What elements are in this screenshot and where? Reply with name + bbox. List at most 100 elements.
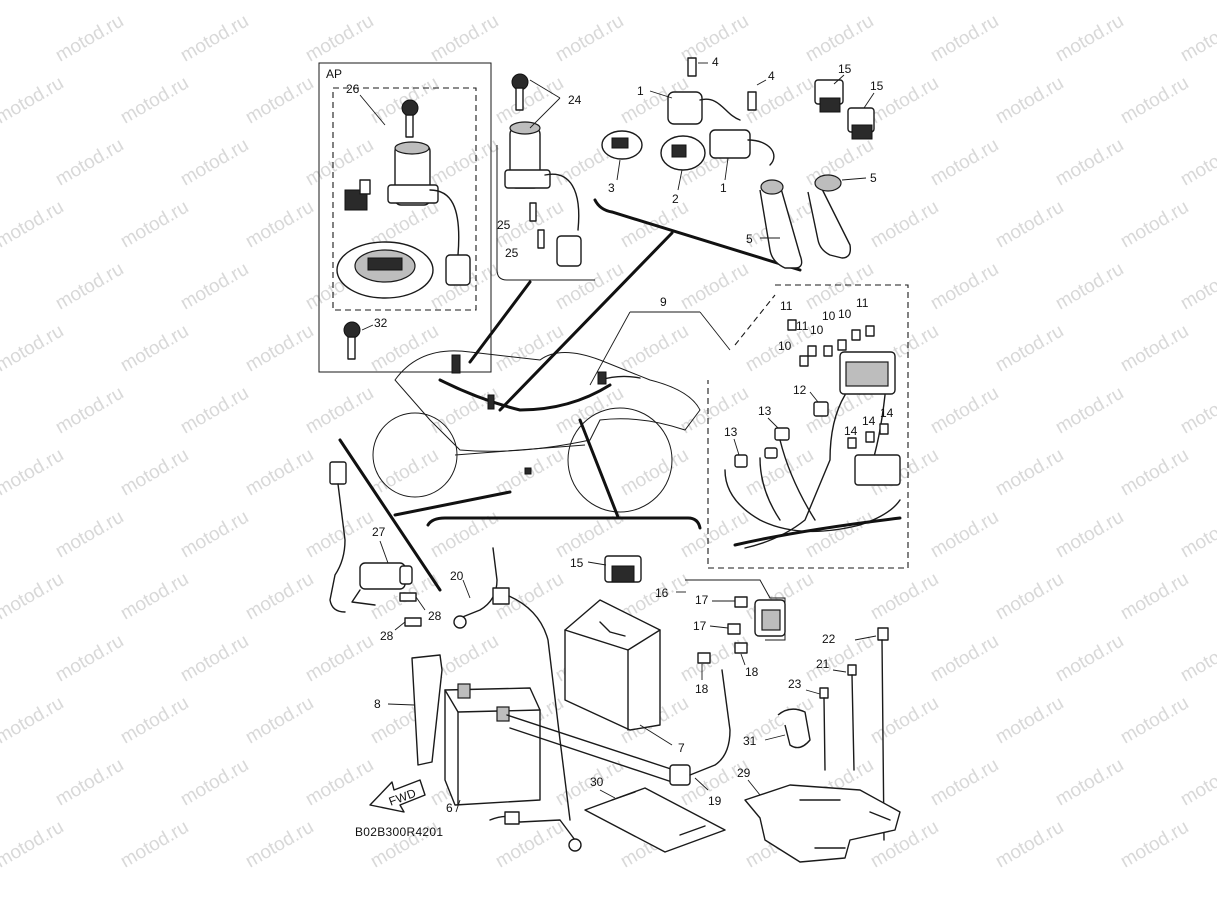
callout-3: 3: [608, 181, 615, 195]
watermark-text: motod.ru: [117, 817, 192, 873]
main-switch-icon: [387, 141, 471, 286]
watermark-text: motod.ru: [927, 135, 1002, 191]
callout-2: 2: [672, 192, 679, 206]
watermark-text: motod.ru: [242, 321, 317, 377]
callout-4a: 4: [712, 55, 719, 69]
callout-31: 31: [743, 734, 757, 748]
watermark-text: motod.ru: [927, 383, 1002, 439]
callout-26: 26: [346, 82, 360, 96]
watermark-text: motod.ru: [552, 259, 627, 315]
starter-relay-group: 27 28 28: [329, 461, 442, 643]
watermark-text: motod.ru: [0, 569, 67, 625]
callout-16: 16: [655, 586, 669, 600]
fuse-box-panel: 11 11 10 10 10 11 10 12 13 13 14 14 14: [707, 284, 909, 569]
watermark-text: motod.ru: [1052, 631, 1127, 687]
watermark-text: motod.ru: [52, 259, 127, 315]
callout-28b: 28: [380, 629, 394, 643]
callout-14a: 14: [844, 424, 858, 438]
bolt-icon: [687, 57, 757, 111]
watermark-text: motod.ru: [52, 755, 127, 811]
watermark-text: motod.ru: [117, 197, 192, 253]
relay-icon: [814, 79, 875, 140]
watermark-text: motod.ru: [0, 197, 67, 253]
callout-10d: 10: [778, 339, 792, 353]
callout-23: 23: [788, 677, 802, 691]
watermark-text: motod.ru: [52, 631, 127, 687]
callout-17a: 17: [695, 593, 709, 607]
watermark-text: motod.ru: [927, 755, 1002, 811]
watermark-text: motod.ru: [177, 11, 252, 67]
watermark-text: motod.ru: [1117, 445, 1192, 501]
callout-8: 8: [374, 697, 381, 711]
callout-15b: 15: [870, 79, 884, 93]
bolt-icon: [529, 202, 545, 249]
motorcycle-outline: 9: [338, 231, 776, 592]
watermark-text: motod.ru: [302, 383, 377, 439]
watermark-text: motod.ru: [0, 693, 67, 749]
callout-1b: 1: [720, 181, 727, 195]
ap-label: AP: [326, 67, 342, 81]
lock-piece-icon: [344, 179, 371, 211]
watermark-text: motod.ru: [927, 631, 1002, 687]
watermark-text: motod.ru: [367, 445, 442, 501]
ignition-coil-group: 4 4 1 3 2 1 5 5: [593, 55, 884, 272]
callout-14b: 14: [862, 414, 876, 428]
callout-7: 7: [678, 741, 685, 755]
watermark-text: motod.ru: [117, 321, 192, 377]
watermark-text: motod.ru: [0, 321, 67, 377]
watermark-text: motod.ru: [867, 197, 942, 253]
watermark-text: motod.ru: [242, 817, 317, 873]
callout-18b: 18: [745, 665, 759, 679]
watermark-text: motod.ru: [492, 73, 567, 129]
watermark-text: motod.ru: [992, 817, 1067, 873]
watermark-text: motod.ru: [1117, 197, 1192, 253]
watermark-text: motod.ru: [0, 817, 67, 873]
watermark-text: motod.ru: [1052, 383, 1127, 439]
callout-18a: 18: [695, 682, 709, 696]
watermark-text: motod.ru: [177, 135, 252, 191]
watermark-text: motod.ru: [927, 11, 1002, 67]
watermark-text: motod.ru: [677, 259, 752, 315]
callout-25b: 25: [505, 246, 519, 260]
watermark-text: motod.ru: [1177, 135, 1217, 191]
watermark-text: motod.ru: [992, 569, 1067, 625]
watermark-text: motod.ru: [927, 259, 1002, 315]
watermark-text: motod.ru: [177, 259, 252, 315]
watermark-text: motod.ru: [617, 445, 692, 501]
key-icon: [401, 99, 419, 138]
watermark-text: motod.ru: [1117, 321, 1192, 377]
watermark-text: motod.ru: [552, 383, 627, 439]
fuel-cap-icon: [336, 241, 434, 299]
watermark-text: motod.ru: [992, 197, 1067, 253]
callout-17b: 17: [693, 619, 707, 633]
watermark-text: motod.ru: [1052, 11, 1127, 67]
callout-13b: 13: [724, 425, 738, 439]
callout-1a: 1: [637, 84, 644, 98]
watermark-text: motod.ru: [677, 507, 752, 563]
callout-24: 24: [568, 93, 582, 107]
callout-10c: 10: [838, 307, 852, 321]
callout-22: 22: [822, 632, 836, 646]
diagram-code: B02B300R4201: [355, 825, 443, 839]
watermark-text: motod.ru: [1052, 755, 1127, 811]
key-icon: [511, 73, 529, 111]
battery-group: 8 6 20 19 7 15: [355, 547, 731, 852]
callout-25: 25: [497, 218, 511, 232]
callout-10a: 10: [810, 323, 824, 337]
watermark-text: motod.ru: [927, 507, 1002, 563]
watermark-text: motod.ru: [117, 445, 192, 501]
callout-11b: 11: [796, 319, 809, 333]
watermark-text: motod.ru: [1177, 383, 1217, 439]
watermark-text: motod.ru: [992, 321, 1067, 377]
watermark-text: motod.ru: [1177, 11, 1217, 67]
watermark-text: motod.ru: [867, 569, 942, 625]
watermark-text: motod.ru: [52, 507, 127, 563]
callout-11c: 11: [856, 296, 869, 310]
watermark-text: motod.ru: [302, 11, 377, 67]
watermark-text: motod.ru: [177, 755, 252, 811]
callout-32: 32: [374, 316, 388, 330]
callout-21: 21: [816, 657, 830, 671]
watermark-text: motod.ru: [992, 445, 1067, 501]
watermark-text: motod.ru: [802, 507, 877, 563]
watermark-text: motod.ru: [427, 11, 502, 67]
